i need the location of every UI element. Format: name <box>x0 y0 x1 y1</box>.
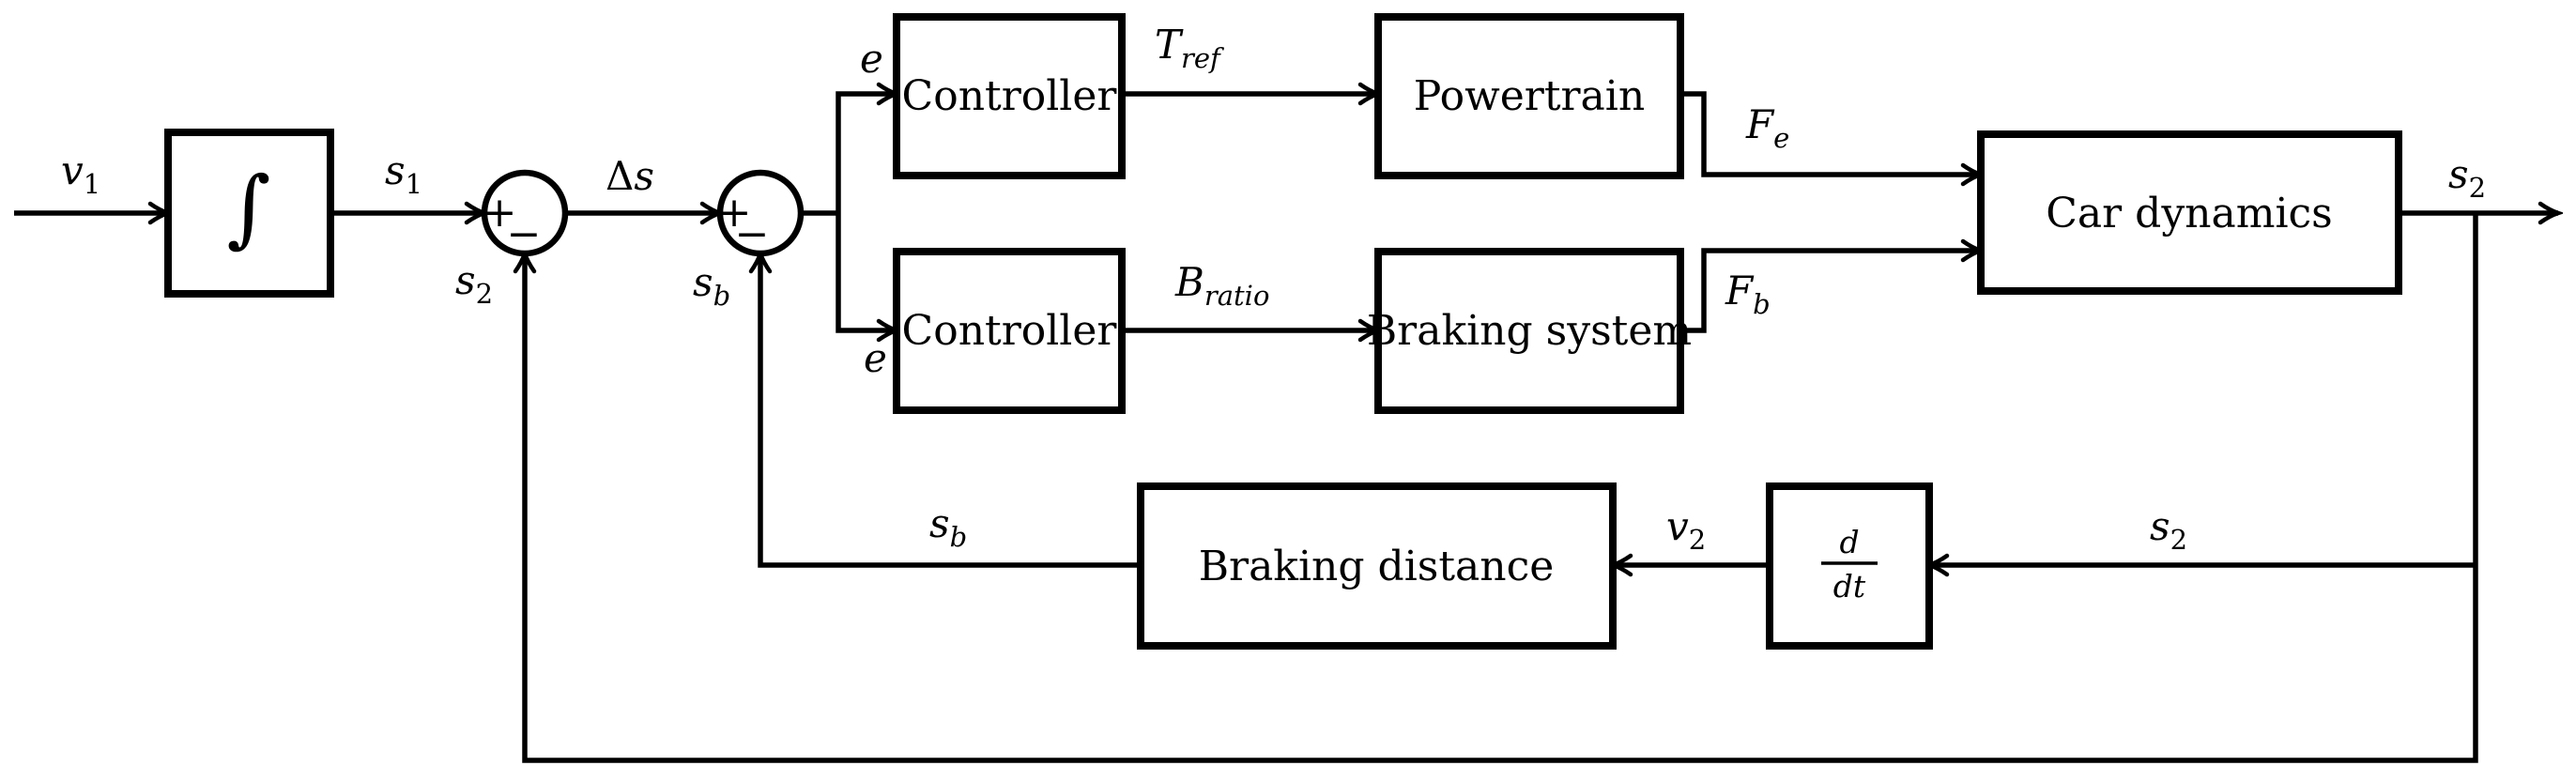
derivative-symbol: d dt <box>1821 524 1878 605</box>
signal-label-sb-feedback: sb <box>929 500 967 553</box>
wire-e-bottom <box>836 213 897 330</box>
braking-distance-label: Braking distance <box>1199 543 1555 590</box>
controller-top-label: Controller <box>902 72 1118 120</box>
signal-label-e-top: e <box>860 36 883 82</box>
derivative-denominator: dt <box>1833 568 1866 605</box>
signal-label-delta-s: Δs <box>606 153 654 199</box>
car-dynamics-block <box>1977 130 2402 295</box>
derivative-block <box>1766 482 1933 650</box>
signal-label-f-b: Fb <box>1725 268 1771 320</box>
signal-label-v2: v2 <box>1666 503 1706 556</box>
wire-s2-feedback-outer <box>525 213 2478 763</box>
sum1-plus-sign: + <box>483 189 517 237</box>
signal-label-t-ref: Tref <box>1155 22 1225 74</box>
controller-bottom-block <box>893 248 1126 414</box>
derivative-numerator: d <box>1839 524 1859 560</box>
signal-label-s2-output: s2 <box>2448 151 2486 204</box>
signal-label-f-e: Fe <box>1745 101 1789 154</box>
controller-top-block <box>893 13 1126 179</box>
signal-label-sb-sum2: sb <box>693 259 730 312</box>
sum-junction-2 <box>716 169 805 257</box>
car-dynamics-label: Car dynamics <box>2046 190 2333 237</box>
signal-label-s2-feedback: s2 <box>2150 503 2187 556</box>
braking-system-label: Braking system <box>1367 307 1692 355</box>
sum2-minus-sign: − <box>735 210 770 258</box>
wire-f-e <box>1680 91 1981 175</box>
controller-bottom-label: Controller <box>902 307 1118 355</box>
powertrain-block <box>1374 13 1684 179</box>
braking-system-block <box>1374 248 1684 414</box>
signal-label-s1: s1 <box>385 147 422 200</box>
sum-junction-1 <box>481 169 569 257</box>
signal-label-b-ratio: Bratio <box>1174 259 1269 312</box>
integrator-block <box>164 129 334 298</box>
sum2-plus-sign: + <box>717 189 752 237</box>
sum1-minus-sign: − <box>507 210 542 258</box>
wire-f-b <box>1680 251 1981 333</box>
powertrain-label: Powertrain <box>1414 72 1645 120</box>
wire-sb-feedback <box>760 253 1141 568</box>
wire-e-top <box>836 94 897 213</box>
braking-distance-block <box>1137 482 1617 650</box>
signal-label-v1: v1 <box>61 147 100 200</box>
integrator-symbol: ∫ <box>227 159 271 257</box>
signal-label-s2-sum1: s2 <box>455 257 493 310</box>
signal-label-e-bottom: e <box>864 335 887 381</box>
